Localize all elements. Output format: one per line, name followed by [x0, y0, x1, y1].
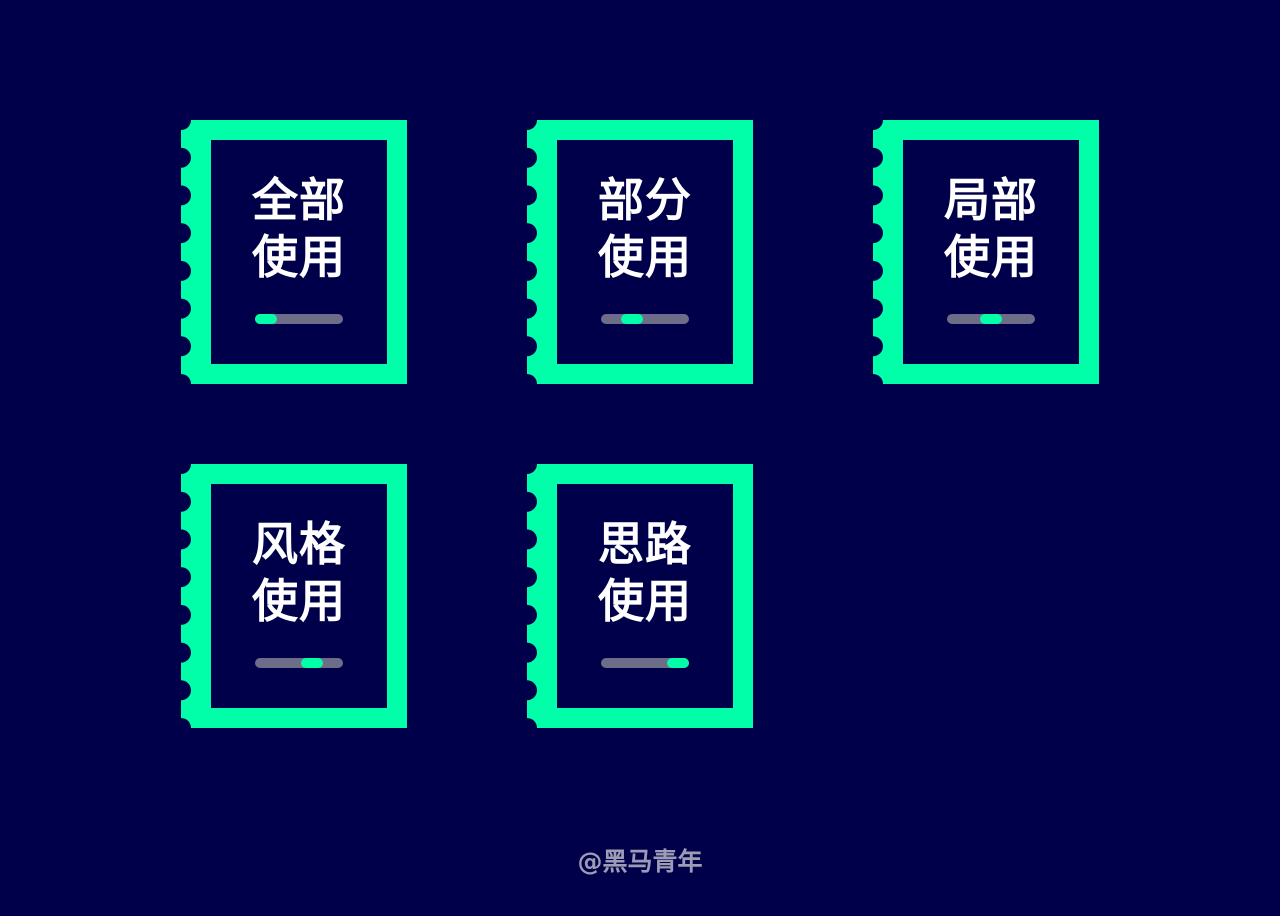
stamp-frame: [181, 464, 407, 728]
stamp-title-line: 部分: [598, 173, 692, 227]
progress-track: [947, 314, 1035, 324]
stamp-frame: [527, 120, 753, 384]
progress-track: [601, 658, 689, 668]
progress-indicator: [667, 658, 689, 668]
stamp-title-line: 局部: [944, 173, 1038, 227]
stamp-card: 思路 使用: [527, 464, 753, 728]
stamp-title-line: 思路: [598, 517, 692, 571]
stamp-card: 部分 使用: [527, 120, 753, 384]
watermark: @黑马青年: [577, 847, 703, 876]
stamp-frame: [181, 120, 407, 384]
progress-track: [255, 658, 343, 668]
stamp-card: 风格 使用: [181, 464, 407, 728]
progress-indicator: [255, 314, 277, 324]
stamp-title: 全部 使用: [211, 172, 387, 286]
stamp-frame: [527, 464, 753, 728]
stamp-title: 思路 使用: [557, 516, 733, 630]
stamp-title-line: 风格: [252, 517, 346, 571]
progress-track: [255, 314, 343, 324]
progress-indicator: [621, 314, 643, 324]
stamp-title-line: 使用: [598, 230, 692, 284]
progress-indicator: [301, 658, 323, 668]
stamp-card: 局部 使用: [873, 120, 1099, 384]
stamp-card: 全部 使用: [181, 120, 407, 384]
stamp-title-line: 全部: [252, 173, 346, 227]
stamp-frame: [873, 120, 1099, 384]
progress-track: [601, 314, 689, 324]
stamp-title: 风格 使用: [211, 516, 387, 630]
stamp-title-line: 使用: [252, 230, 346, 284]
progress-indicator: [980, 314, 1002, 324]
stamp-title-line: 使用: [944, 230, 1038, 284]
stamp-title-line: 使用: [598, 574, 692, 628]
stamp-title: 局部 使用: [903, 172, 1079, 286]
stamp-title-line: 使用: [252, 574, 346, 628]
stamp-title: 部分 使用: [557, 172, 733, 286]
